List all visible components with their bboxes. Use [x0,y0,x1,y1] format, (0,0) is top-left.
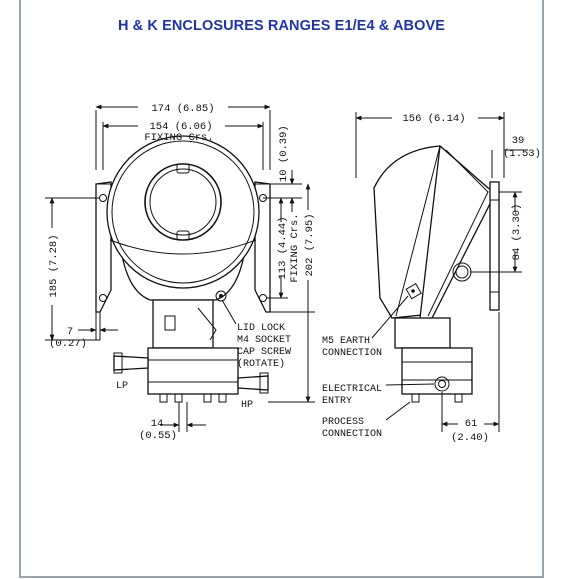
dim-port-offset-a: 14 [151,418,164,430]
dim-overall-height: 202 (7.95) [304,213,316,276]
entry-label-1: ELECTRICAL [322,384,382,395]
dim-fixing-height-unit: FIXING Crs. [289,213,301,282]
dim-base-offset-a: 7 [67,326,73,338]
neck [152,299,214,349]
housing-lid [106,135,260,289]
side-view: 156 (6.14) 39 (1.53) 84 (3.30) 61 (2.40)… [322,112,541,444]
lp-label: LP [116,381,128,392]
lp-port [113,355,149,371]
process-label-2: CONNECTION [322,429,382,440]
side-transmitter [401,347,473,395]
dim-boss-height: 84 (3.30) [511,204,523,261]
entry-label-2: ENTRY [322,396,352,407]
dim-overall-width: 174 (6.85) [151,103,214,115]
hp-port [237,375,269,391]
side-lid [419,144,497,323]
front-view: 174 (6.85) 154 (6.06) FIXING Crs. 10 (0.… [45,103,316,442]
dim-lid-depth-a: 39 [512,135,525,147]
lid-lock-line-4: (ROTATE) [237,358,285,370]
lid-lock-line-3: CAP SCREW [237,347,291,358]
electrical-entry-port [434,376,450,392]
lid-lock-line-2: M4 SOCKET [237,335,291,346]
process-label-1: PROCESS [322,417,364,428]
dim-base-depth-a: 61 [465,418,478,430]
side-neck [394,317,451,349]
transmitter-flange [147,347,239,395]
dim-lid-depth-b: (1.53) [503,148,541,160]
lid-lock-line-1: LID LOCK [237,323,285,334]
lid-lock-screw [215,290,227,302]
page-title: H & K ENCLOSURES RANGES E1/E4 & ABOVE [117,18,446,34]
earth-label-2: CONNECTION [322,348,382,359]
dim-depth: 156 (6.14) [402,113,465,125]
earth-screw [405,282,422,300]
hp-label: HP [241,400,253,411]
dim-fixing-height: 113 (4.44) [277,216,289,279]
dim-port-offset-b: (0.55) [139,430,177,442]
dim-base-offset-b: (0.27) [49,338,87,350]
earth-label-1: M5 EARTH [322,336,370,347]
dim-fixing-width: 154 (6.06) [149,121,212,133]
dim-height-left: 185 (7.28) [48,234,60,297]
side-mounting-plate [489,181,500,311]
dim-base-depth-b: (2.40) [451,432,489,444]
dim-fixing-width-unit: FIXING Crs. [144,132,213,144]
dim-top-offset: 10 (0.39) [278,125,290,182]
